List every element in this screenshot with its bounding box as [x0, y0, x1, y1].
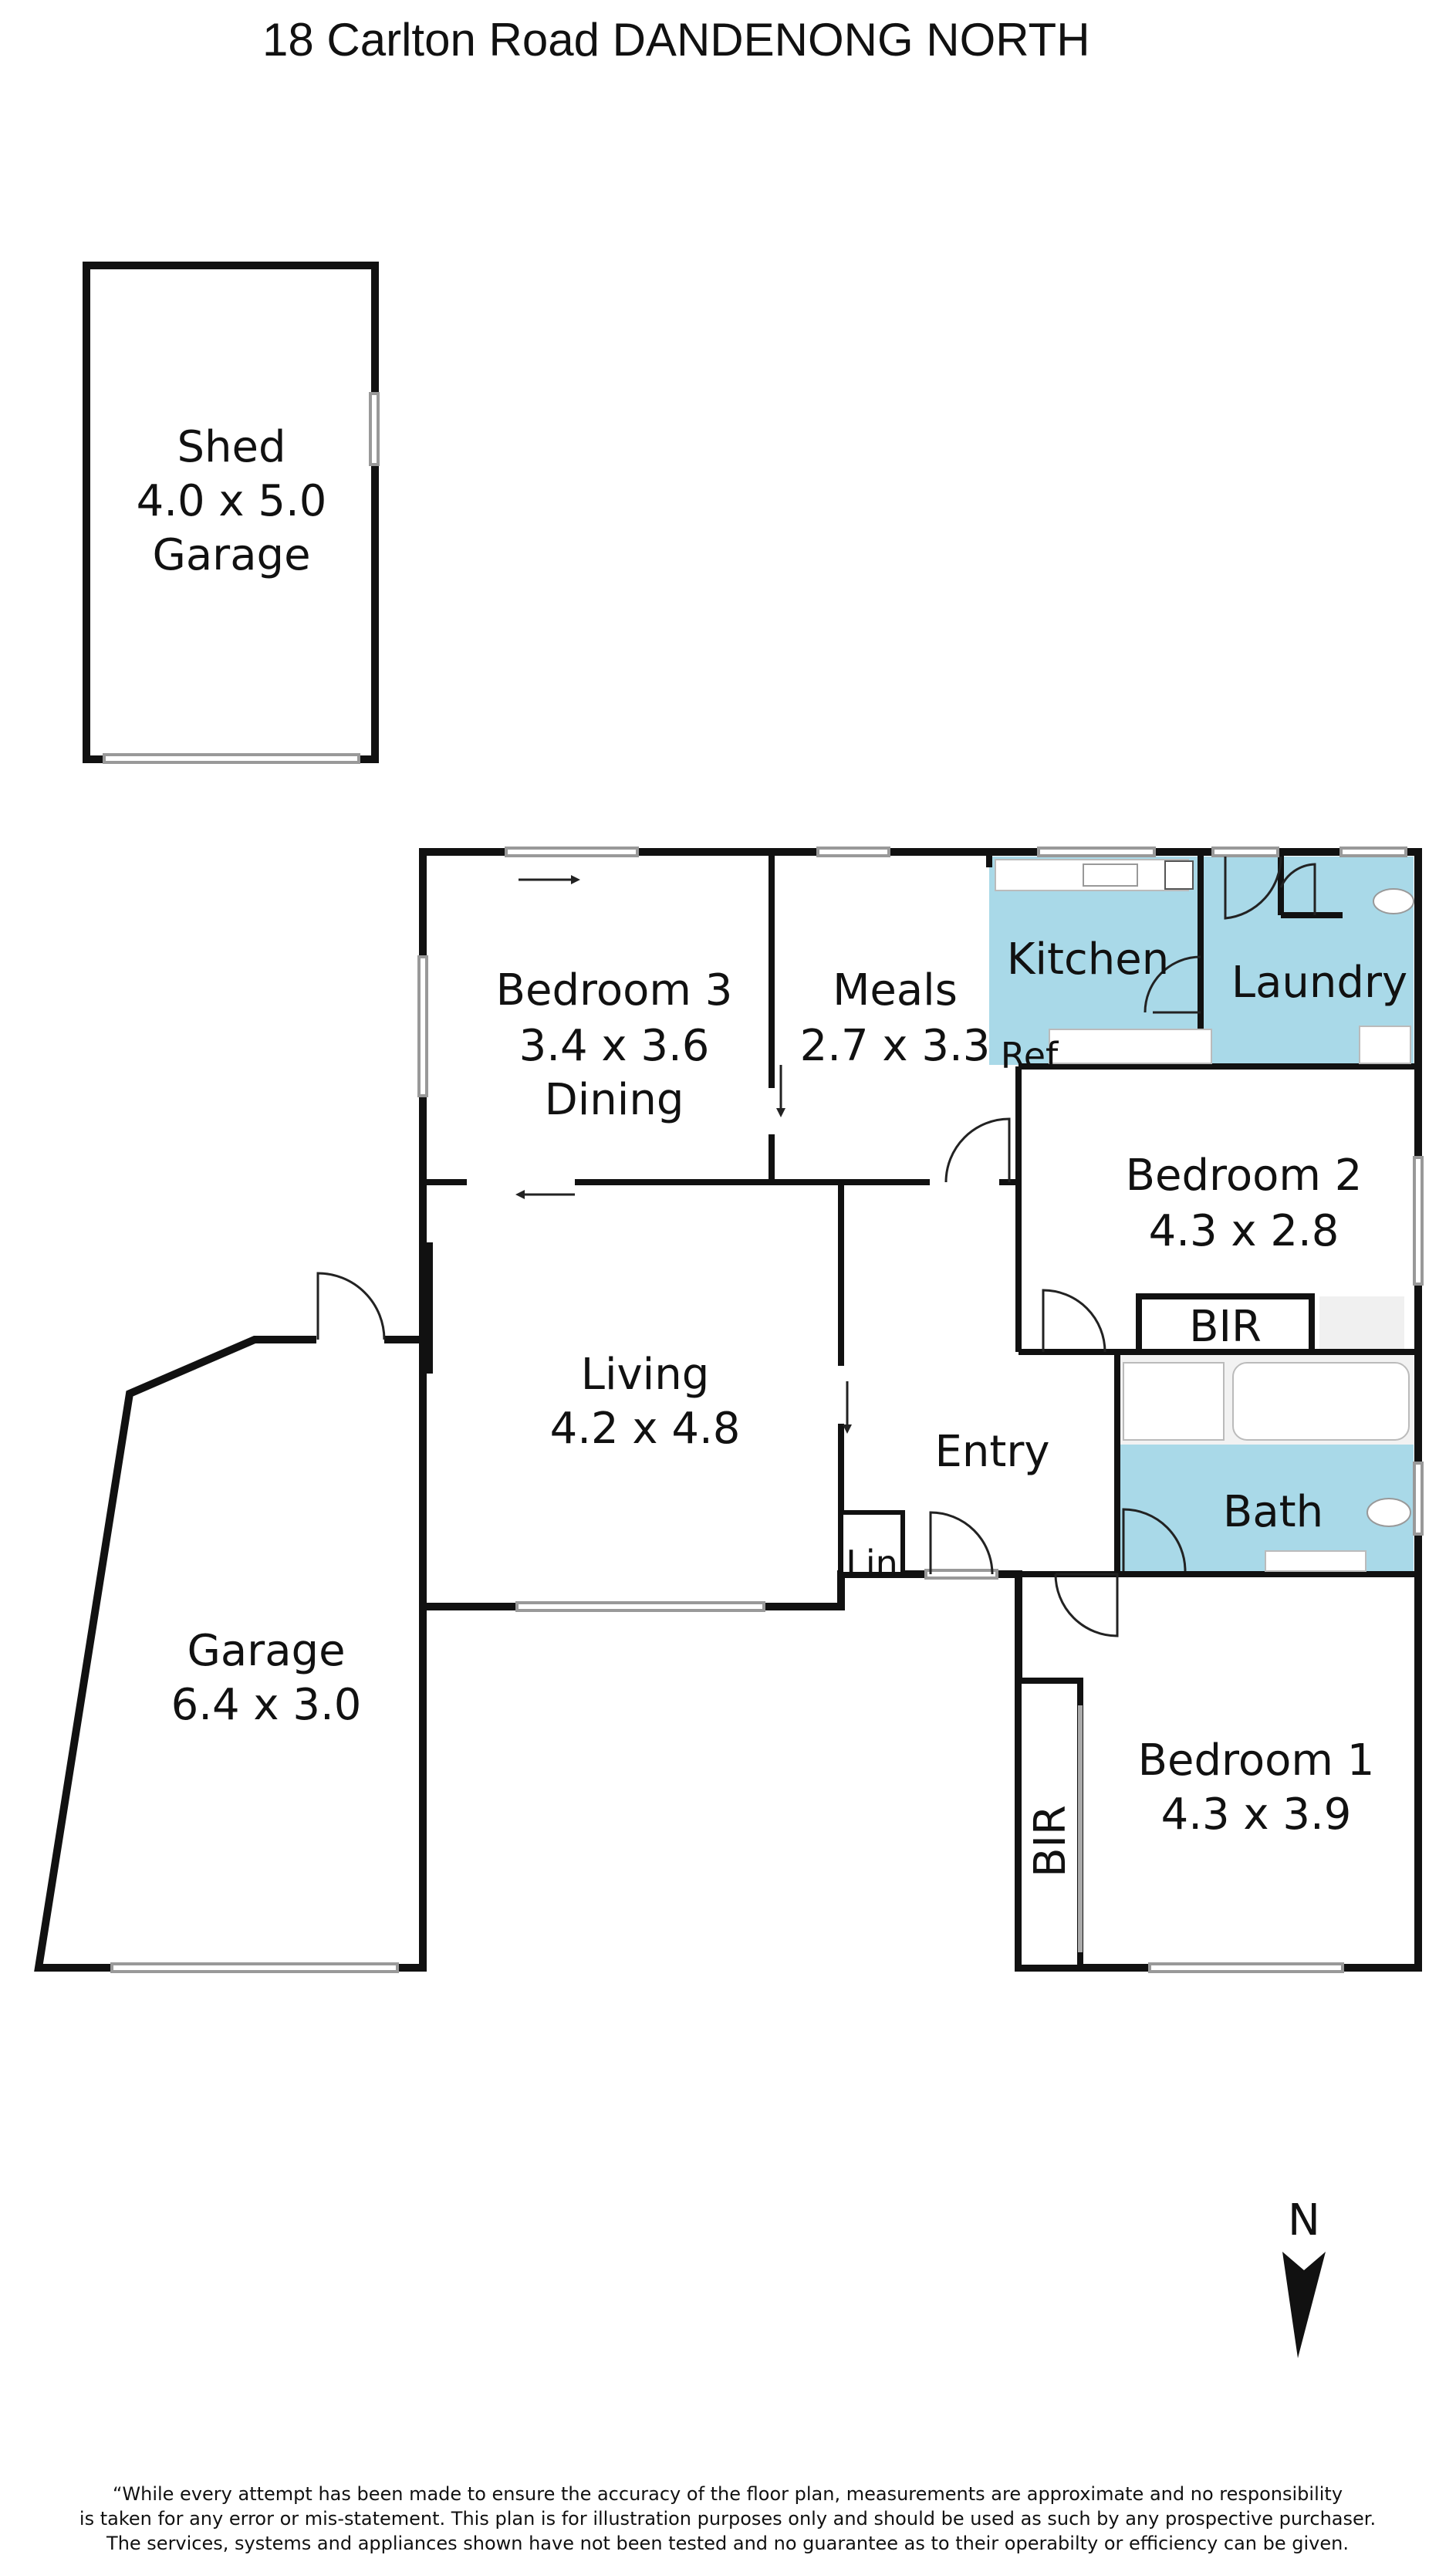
bedroom1-label: Bedroom 1: [1138, 1735, 1375, 1786]
fixtures: [995, 859, 1414, 1572]
bathtub: [1232, 1362, 1410, 1441]
bedroom2-bir-label: BIR: [1189, 1302, 1262, 1352]
bedroom1-bir-label: BIR: [1025, 1805, 1076, 1877]
shower: [1123, 1362, 1225, 1441]
garage-dims: 6.4 x 3.0: [171, 1680, 362, 1730]
interior-walls: [423, 852, 1418, 1971]
north-arrow-icon: [1282, 2252, 1326, 2358]
bath-floor: [1117, 1445, 1414, 1571]
bath-vanity: [1265, 1550, 1366, 1572]
north-label: N: [1288, 2195, 1320, 2246]
garage: Garage 6.4 x 3.0: [34, 1272, 427, 1973]
living-dims: 4.2 x 4.8: [550, 1404, 741, 1454]
disclaimer-line-2: is taken for any error or mis-statement.…: [79, 2508, 1376, 2530]
shed-extra: Garage: [152, 530, 310, 580]
sliding-arrows: [515, 875, 852, 1434]
laundry-toilet: [1373, 888, 1414, 914]
disclaimer-line-1: “While every attempt has been made to en…: [113, 2483, 1343, 2505]
cooktop: [1164, 860, 1194, 890]
bedroom2-dims: 4.3 x 2.8: [1149, 1206, 1339, 1256]
garage-label: Garage: [187, 1626, 345, 1676]
windows: [417, 847, 1424, 1973]
property-address: 18 Carlton Road DANDENONG NORTH: [262, 14, 1090, 66]
shed-dims: 4.0 x 5.0: [137, 476, 327, 526]
meals-dims: 2.7 x 3.3: [800, 1021, 991, 1071]
entry-label: Entry: [935, 1427, 1050, 1477]
doors: [929, 856, 1316, 1637]
bedroom3-dims: 3.4 x 3.6: [519, 1021, 710, 1071]
bedroom1-dims: 4.3 x 3.9: [1161, 1789, 1352, 1840]
ref-label: Ref: [1001, 1035, 1059, 1076]
laundry-label: Laundry: [1231, 958, 1407, 1008]
bedroom2-label: Bedroom 2: [1126, 1151, 1363, 1201]
living-label: Living: [581, 1350, 710, 1400]
shed: Shed 4.0 x 5.0 Garage: [83, 262, 380, 764]
meals-label: Meals: [833, 965, 958, 1016]
shed-label: Shed: [177, 422, 285, 472]
bedroom1-bir-box: [1015, 1678, 1083, 1971]
compass: N: [1282, 2195, 1326, 2358]
bedroom3-extra: Dining: [545, 1075, 684, 1125]
laundry-trough: [1359, 1026, 1411, 1064]
lin-label: Lin: [846, 1543, 898, 1584]
kitchen-label: Kitchen: [1007, 934, 1169, 985]
bedroom3-label: Bedroom 3: [496, 965, 733, 1016]
bedroom2-wardrobe-shelf: [1319, 1296, 1404, 1349]
garage-side-door: [316, 1272, 386, 1340]
kitchen-sink: [1083, 863, 1138, 887]
shed-window: [369, 392, 380, 466]
garage-door: [110, 1962, 399, 1973]
shed-door: [103, 753, 360, 764]
bedroom2-bir-box: [1136, 1293, 1315, 1355]
bath-label: Bath: [1223, 1487, 1323, 1537]
bath-toilet: [1366, 1498, 1411, 1527]
disclaimer-line-3: The services, systems and appliances sho…: [106, 2533, 1349, 2554]
kitchen-bench-lower: [1049, 1029, 1212, 1064]
linen-cupboard: [839, 1510, 905, 1577]
